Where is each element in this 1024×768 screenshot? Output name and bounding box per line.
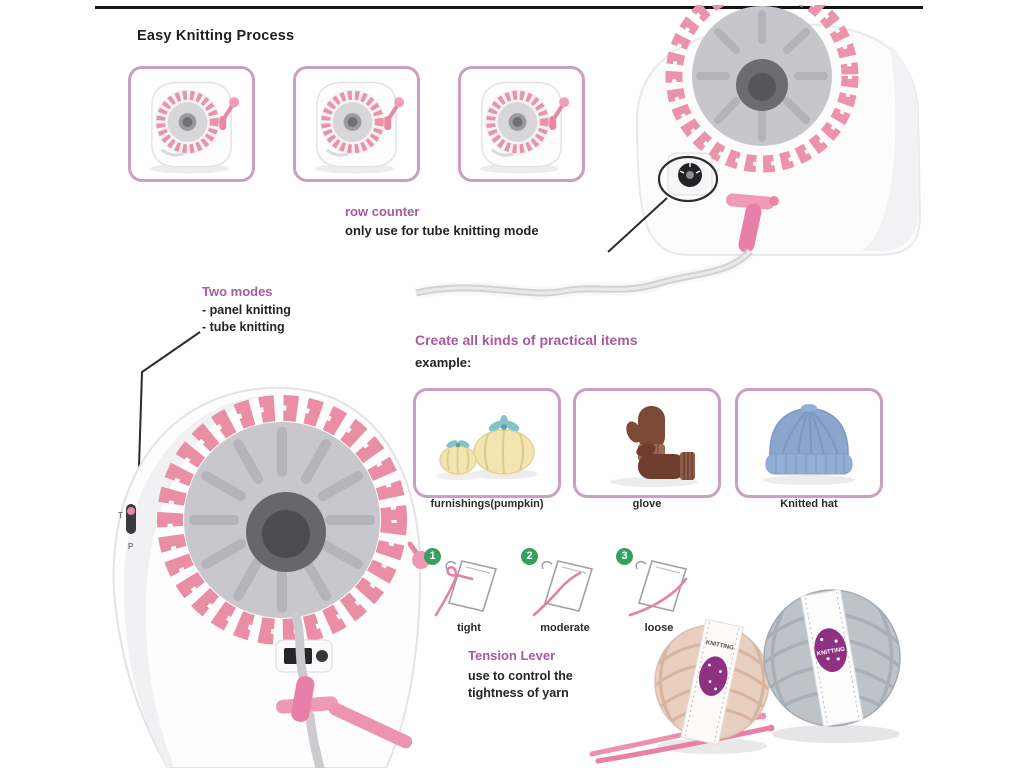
step-1-label: tight <box>457 622 481 634</box>
two-modes-callout: Two modes - panel knitting - tube knitti… <box>202 284 291 336</box>
item-label-glove: glove <box>632 498 662 510</box>
two-modes-line2: - tube knitting <box>202 319 285 334</box>
practical-items-header: Create all kinds of practical items exam… <box>415 332 638 372</box>
practical-items-heading: Create all kinds of practical items <box>415 332 638 348</box>
row-counter-callout-line <box>607 197 668 253</box>
two-modes-line1: - panel knitting <box>202 303 291 317</box>
yarn-label-beige: KNITTING <box>680 618 744 746</box>
row-counter-callout: row counter only use for tube knitting m… <box>345 204 539 240</box>
tension-lever-callout: Tension Lever use to control the tightne… <box>468 648 573 702</box>
knitted-hat-illustration <box>763 404 855 485</box>
machine-closeup-photo <box>414 5 922 300</box>
yarn-strand <box>291 611 325 768</box>
knit-texture <box>189 427 375 613</box>
tension-diagram-moderate <box>532 560 594 617</box>
step-3-number: 3 <box>616 548 633 565</box>
row-counter-device <box>667 152 713 196</box>
yarn-brand-text: KNITTING <box>816 647 845 658</box>
two-modes-heading: Two modes <box>202 284 273 299</box>
item-photo-hat <box>735 388 883 498</box>
item-label-pumpkin: furnishings(pumpkin) <box>430 498 544 510</box>
page-title: Easy Knitting Process <box>137 28 295 44</box>
row-counter-description: only use for tube knitting mode <box>345 223 539 238</box>
yarn-balls-photo: KNITTING <box>589 588 901 764</box>
process-photo-3 <box>458 66 585 182</box>
machine-front-photo: T P <box>112 386 430 768</box>
step-1-number: 1 <box>424 548 441 565</box>
practical-items-subheading: example: <box>415 355 472 370</box>
yarn-strand <box>414 246 755 300</box>
mode-switch-label-t: T <box>118 511 123 520</box>
step-2-number: 2 <box>521 548 538 565</box>
glove-illustration <box>610 406 698 487</box>
yarn-ball-grey: KNITTING <box>763 588 901 728</box>
step-2-label: moderate <box>540 622 590 634</box>
photo-top-border <box>95 6 923 9</box>
tension-lever-heading: Tension Lever <box>468 648 556 663</box>
yarn-label-grey: KNITTING <box>800 588 864 728</box>
row-counter-callout-ellipse <box>657 155 719 203</box>
tension-lever-description: use to control the tightness of yarn <box>468 669 573 700</box>
tension-lever-part <box>725 193 779 253</box>
process-photo-1 <box>128 66 255 182</box>
tension-diagram-loose <box>628 560 688 617</box>
step-3-label: loose <box>644 622 674 634</box>
item-photo-glove <box>573 388 721 498</box>
pumpkin-leaves <box>446 440 470 448</box>
mode-switch-label-p: P <box>128 542 134 551</box>
mitten-lying <box>636 443 695 480</box>
item-label-hat: Knitted hat <box>780 498 838 510</box>
tension-diagram-tight <box>434 560 498 617</box>
yarn-ball-beige: KNITTING <box>654 618 770 746</box>
knitting-machine-icon <box>132 71 251 177</box>
item-photo-pumpkin <box>413 388 561 498</box>
process-photo-2 <box>293 66 420 182</box>
pumpkin-illustration <box>436 415 538 480</box>
yarn-brand-text: KNITTING <box>705 640 734 652</box>
tension-lever-part <box>276 676 413 749</box>
knit-texture <box>696 10 828 142</box>
mode-switch: T P <box>118 504 136 551</box>
row-counter-heading: row counter <box>345 204 420 219</box>
